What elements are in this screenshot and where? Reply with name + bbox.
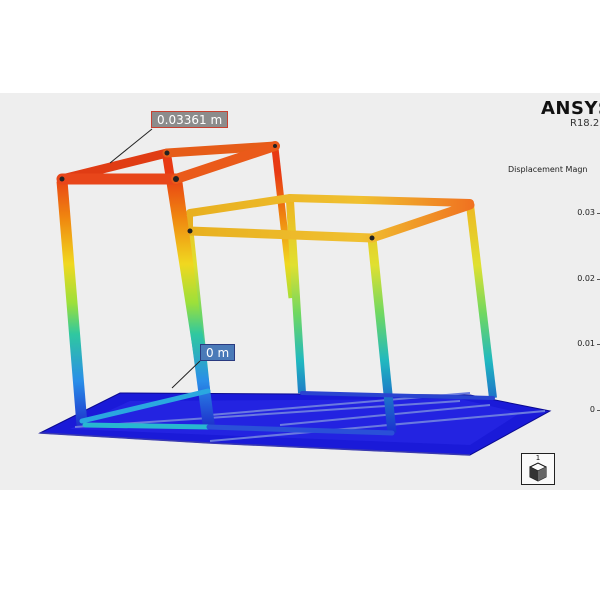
lower-cross-members bbox=[79, 388, 495, 436]
legend-tick: 0 bbox=[589, 405, 595, 414]
legend-tick: 0.01 bbox=[577, 339, 595, 348]
base-plate-highlight bbox=[70, 399, 520, 445]
isometric-view-icon bbox=[529, 462, 547, 482]
base-rails bbox=[74, 392, 546, 442]
left-frame-front-posts bbox=[56, 178, 215, 428]
left-frame-top bbox=[56, 141, 280, 185]
min-probe-label[interactable]: 0 m bbox=[200, 344, 236, 361]
view-triad-label: 1 bbox=[535, 454, 541, 462]
legend-tick: 0.03 bbox=[577, 208, 595, 217]
frame-model[interactable] bbox=[0, 93, 600, 490]
legend-tick-mark bbox=[597, 344, 600, 345]
graphics-viewport[interactable]: ANSYS R18.2 Displacement Magn 0.03 0.02 … bbox=[0, 93, 600, 490]
frame-nodes bbox=[59, 144, 375, 241]
view-triad-button[interactable]: 1 bbox=[521, 453, 555, 485]
legend-tick-mark bbox=[597, 279, 600, 280]
legend-tick-mark bbox=[597, 410, 600, 411]
legend-title: Displacement Magn bbox=[508, 165, 588, 174]
min-probe-leader bbox=[171, 360, 201, 389]
version-label: R18.2 bbox=[570, 118, 600, 129]
max-probe-leader bbox=[109, 128, 153, 164]
base-edges bbox=[39, 432, 471, 456]
max-probe-label[interactable]: 0.03361 m bbox=[151, 111, 229, 128]
legend-tick: 0.02 bbox=[577, 274, 595, 283]
right-frame-top bbox=[185, 194, 475, 243]
brand-logo: ANSYS bbox=[541, 98, 600, 119]
legend-tick-mark bbox=[597, 213, 600, 214]
